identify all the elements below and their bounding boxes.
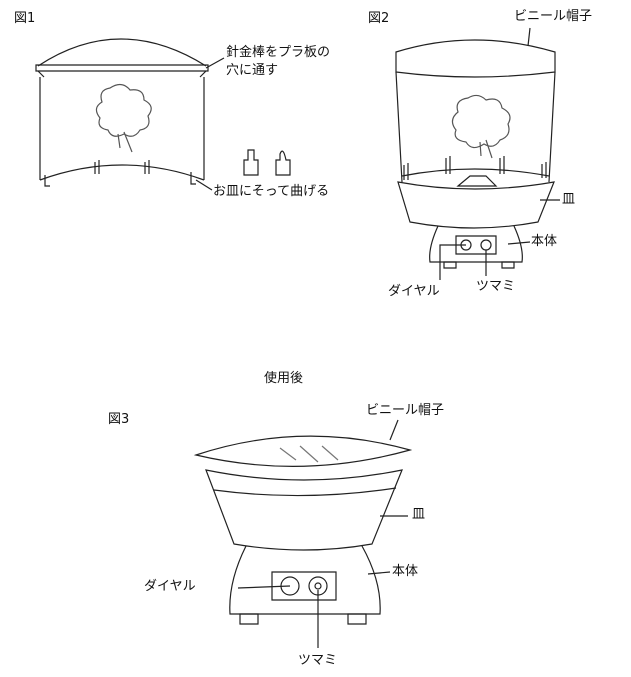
fig1-cotton-candy-icon <box>96 84 151 152</box>
fig2-knob-label: ツマミ <box>476 279 516 294</box>
fig3-knob-label: ツマミ <box>298 653 338 668</box>
fig3-plate-label: 皿 <box>412 507 426 522</box>
fig2-dial-label: ダイヤル <box>388 284 440 299</box>
fig1-dome <box>38 39 206 66</box>
fig3-base-foot-left <box>240 614 258 624</box>
fig3-cap-leader <box>390 420 398 440</box>
fig3-cap-label: ビニール帽子 <box>366 403 445 418</box>
fig2-body-leader <box>508 242 530 244</box>
fig2-dome <box>396 72 555 182</box>
fig2-tabs <box>404 156 546 180</box>
fig1-tab-detail-icon <box>244 150 290 175</box>
fig1-rod <box>36 65 208 71</box>
fig1-sheet <box>40 77 204 180</box>
fig1-title: 図1 <box>14 11 36 26</box>
fig3-base <box>230 546 380 614</box>
fig2-base-foot-left <box>444 262 456 268</box>
fig3-body-leader <box>368 572 390 574</box>
fig2-dial-leader <box>440 245 466 280</box>
fig1-rod-callout-2: 穴に通す <box>226 63 279 78</box>
fig3-title: 図3 <box>108 412 130 427</box>
fig3-cap <box>196 436 410 466</box>
fig3-plate <box>206 470 402 550</box>
fig2-spinner <box>458 176 496 186</box>
fig3-control-panel <box>272 572 336 600</box>
fig2-title: 図2 <box>368 11 390 26</box>
fig3-heading: 使用後 <box>264 371 304 386</box>
fig3-body-label: 本体 <box>392 564 419 579</box>
fig1-rod-ends <box>38 71 206 77</box>
fig2-plate-label: 皿 <box>562 192 576 207</box>
fig2-plate <box>398 182 554 228</box>
fig1-bend-callout: お皿にそって曲げる <box>213 184 330 199</box>
fig2-cap-label: ビニール帽子 <box>514 9 593 24</box>
fig3-base-foot-right <box>348 614 366 624</box>
fig1-rod-callout: 針金棒をプラ板の <box>226 45 331 60</box>
fig3-dial-label: ダイヤル <box>144 579 196 594</box>
fig2-cotton-candy-icon <box>452 95 510 158</box>
fig1-sheet-bottom <box>40 165 204 180</box>
fig1-bend-leader <box>196 180 212 190</box>
fig2-base-foot-right <box>502 262 514 268</box>
fig2-cap-leader <box>528 28 530 46</box>
fig3-dial-leader <box>238 586 290 588</box>
fig2-base <box>430 226 523 262</box>
fig1-rod-leader <box>206 58 224 68</box>
fig1-tabs <box>45 160 196 186</box>
fig2-body-label: 本体 <box>531 234 558 249</box>
